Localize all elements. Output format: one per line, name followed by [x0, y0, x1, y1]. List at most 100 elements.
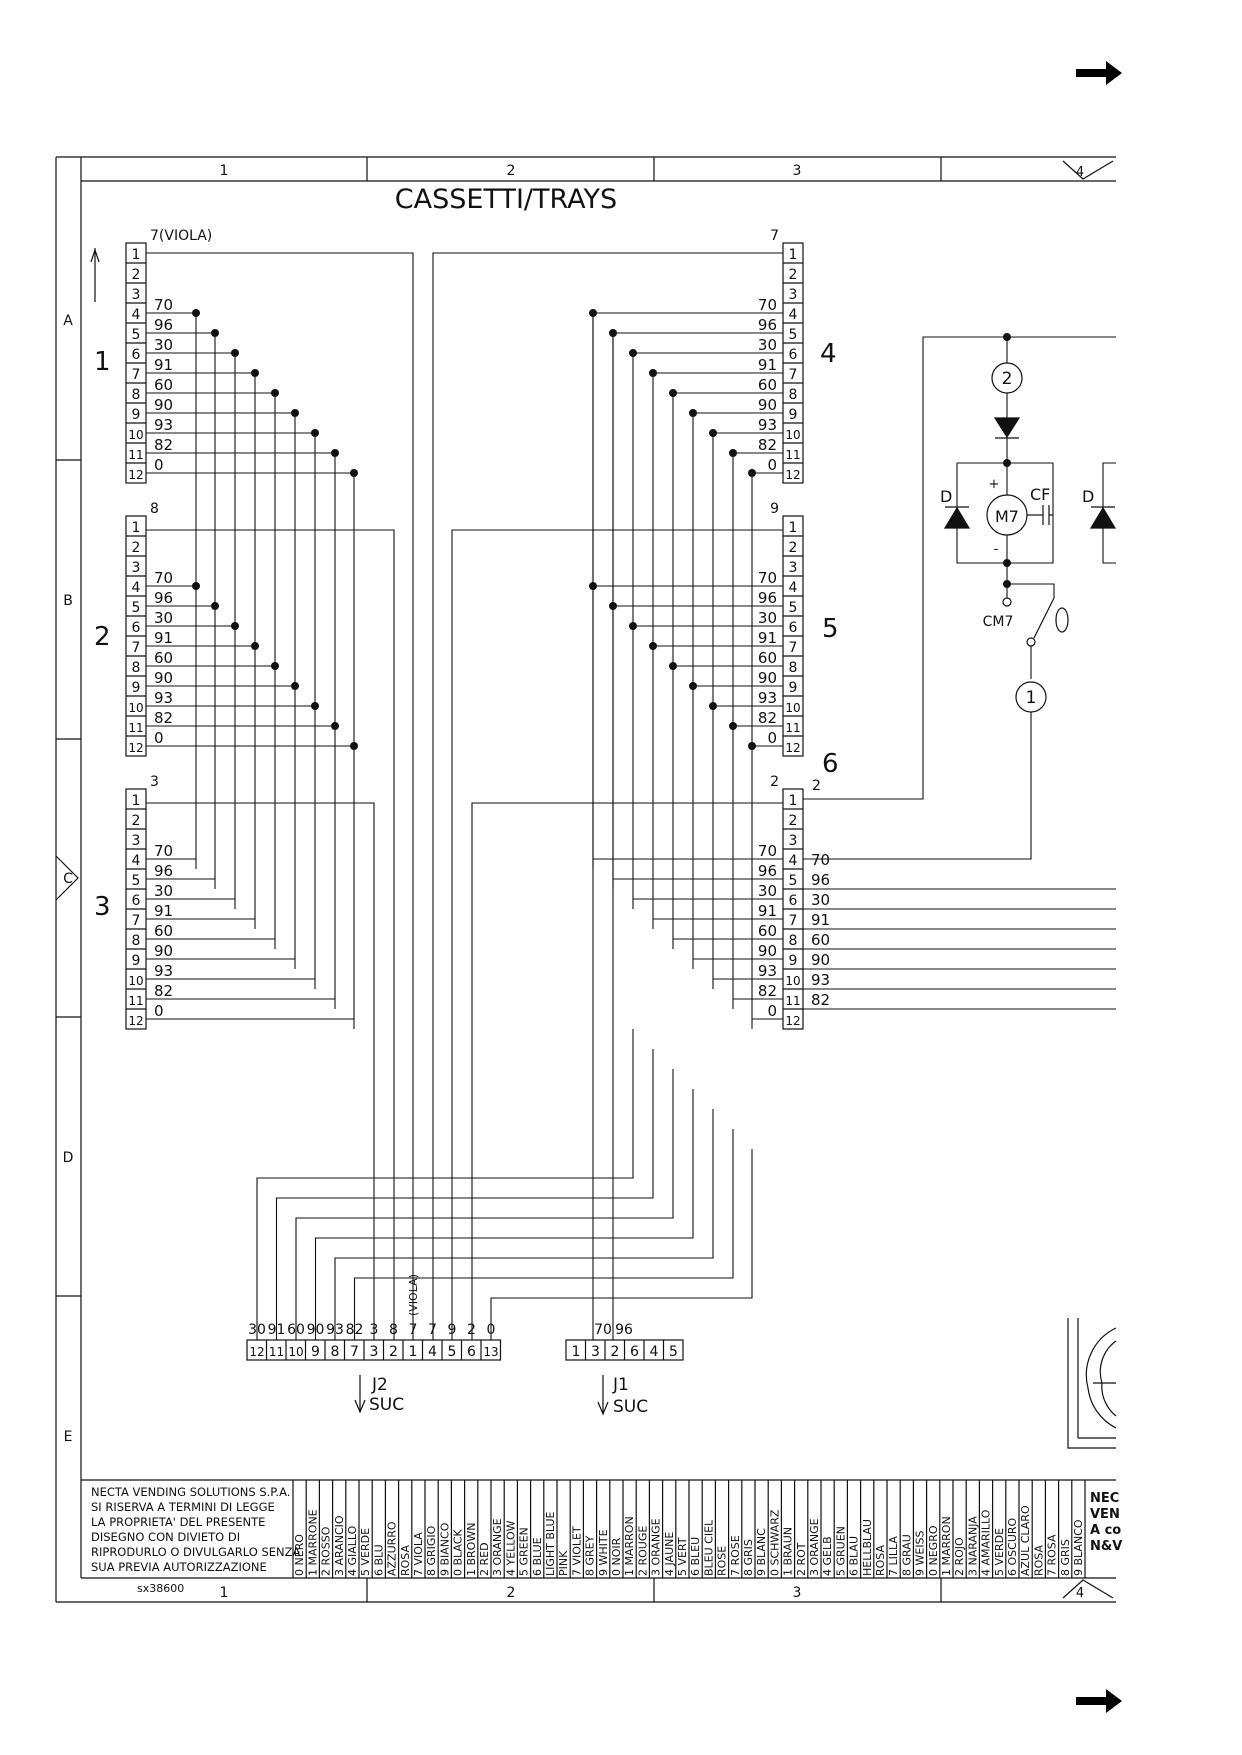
- junction-dot: [709, 702, 717, 710]
- pin-number: 3: [132, 560, 141, 576]
- wire-label: 91: [758, 902, 777, 920]
- junction-dot: [291, 682, 299, 690]
- wire-label: 0: [767, 456, 777, 474]
- junction-dot: [211, 329, 219, 337]
- pin-number: 2: [132, 813, 141, 829]
- wire: [146, 802, 375, 1340]
- wire-label: 0: [767, 729, 777, 747]
- j1-pin-number: 2: [611, 1344, 620, 1360]
- pin-number: 3: [132, 287, 141, 303]
- pin-number: 5: [789, 600, 798, 616]
- row-label: A: [63, 313, 73, 329]
- row-label: C: [63, 871, 73, 887]
- color-legend-entry: 8 GRIS: [742, 1539, 755, 1576]
- junction-dot: [609, 602, 617, 610]
- color-legend-entry: 2 ROJO: [953, 1537, 966, 1576]
- color-legend-entry: 4 AMARILLO: [980, 1509, 993, 1576]
- tray-5-number: 5: [822, 614, 839, 644]
- tray-6-output-label: 30: [811, 891, 830, 909]
- j1-pin-number: 6: [630, 1344, 639, 1360]
- up-arrow-head: [90, 248, 100, 263]
- labels: 11223344ABCDECASSETTI/TRAYS1234567891011…: [63, 163, 1123, 1601]
- pin-number: 7: [789, 913, 798, 929]
- wire: [1007, 583, 1055, 598]
- junction-dot: [211, 602, 219, 610]
- wire: [314, 1089, 694, 1340]
- wire: [275, 1049, 654, 1340]
- j2-pin-number: 10: [288, 1345, 303, 1359]
- pin-number: 1: [132, 793, 141, 809]
- junction-dot: [331, 449, 339, 457]
- tray-top-label: 2: [770, 774, 779, 790]
- wires: [146, 252, 1116, 1340]
- j2-wire-label: 7: [409, 1322, 418, 1338]
- color-legend-entry: 1 BROWN: [465, 1523, 478, 1576]
- pin-number: 6: [789, 620, 798, 636]
- diode-icon: [943, 506, 971, 529]
- tray-3-number: 3: [94, 892, 111, 922]
- pin-number: 10: [128, 974, 143, 988]
- tray-6-output-label: 70: [811, 851, 830, 869]
- wire: [803, 712, 1032, 860]
- color-legend-entry: 7 ROSE: [729, 1535, 742, 1576]
- row-label: E: [64, 1429, 73, 1445]
- junction-dot: [231, 349, 239, 357]
- color-legend-entry: AZZURRO: [386, 1521, 399, 1576]
- wire-label: 90: [758, 396, 777, 414]
- wire: [956, 462, 1054, 564]
- pin-number: 6: [132, 893, 141, 909]
- tray-6-number: 6: [822, 749, 839, 779]
- j2-connector: [246, 1339, 502, 1361]
- junction-dot: [350, 469, 358, 477]
- drawing-number: sx38600: [137, 1582, 184, 1595]
- color-legend-entry: 1 MARRON: [623, 1516, 636, 1576]
- pin-number: 2: [789, 813, 798, 829]
- pin-number: 11: [128, 721, 143, 735]
- switch-actuator: [1055, 607, 1069, 633]
- j1-wire-label: 96: [615, 1322, 633, 1338]
- switch-contact: [1002, 597, 1012, 607]
- j2-pin-number: 3: [370, 1344, 379, 1360]
- tray-6-output-label: 96: [811, 871, 830, 889]
- pin-number: 2: [789, 540, 798, 556]
- company-notice-line: SI RISERVA A TERMINI DI LEGGE: [91, 1500, 275, 1514]
- tray-top-label: 8: [150, 501, 159, 517]
- wire-label: 93: [758, 689, 777, 707]
- pin-number: 6: [789, 893, 798, 909]
- wire-label: 90: [154, 396, 173, 414]
- pin-number: 7: [132, 913, 141, 929]
- j2-wire-label: 90: [307, 1322, 325, 1338]
- diode-icon: [1089, 506, 1117, 529]
- j2-pin-number: 7: [350, 1344, 359, 1360]
- color-legend-entry: LIGHT BLUE: [544, 1511, 557, 1576]
- tray-6-output-label: 2: [812, 778, 821, 794]
- junction-dot: [669, 389, 677, 397]
- wire-label: 93: [154, 962, 173, 980]
- pin-number: 2: [132, 540, 141, 556]
- column-label-bottom: 2: [507, 1585, 516, 1601]
- junction-dot: [1003, 459, 1011, 467]
- wire: [146, 252, 414, 1340]
- color-legend-entry: 0 SCHWARZ: [768, 1509, 781, 1576]
- junction-dot: [669, 662, 677, 670]
- color-legend-entry: 4 GELB: [821, 1536, 834, 1576]
- j2-wire-label: 3: [370, 1322, 379, 1338]
- column-label-bottom: 3: [793, 1585, 802, 1601]
- wire-label: 30: [154, 882, 173, 900]
- pin-number: 9: [789, 407, 798, 423]
- color-legend-entry: ROSA: [874, 1545, 887, 1576]
- j2-wire-label: 2: [467, 1322, 476, 1338]
- j2-wire-label: 93: [326, 1322, 344, 1338]
- j2-wire-label: 82: [346, 1322, 364, 1338]
- title-block-text: N&V: [1090, 1539, 1122, 1554]
- pin-number: 4: [132, 580, 141, 596]
- title-block-text: NEC: [1090, 1491, 1119, 1506]
- j2-pin-number: 4: [428, 1344, 437, 1360]
- tray-top-label: 9: [770, 501, 779, 517]
- wire-label: 93: [154, 689, 173, 707]
- wire-label: 70: [758, 842, 777, 860]
- j2-pin-number: 2: [389, 1344, 398, 1360]
- color-legend-entry: 3 ORANGE: [650, 1518, 663, 1576]
- color-legend-entry: 0 NEGRO: [927, 1525, 940, 1576]
